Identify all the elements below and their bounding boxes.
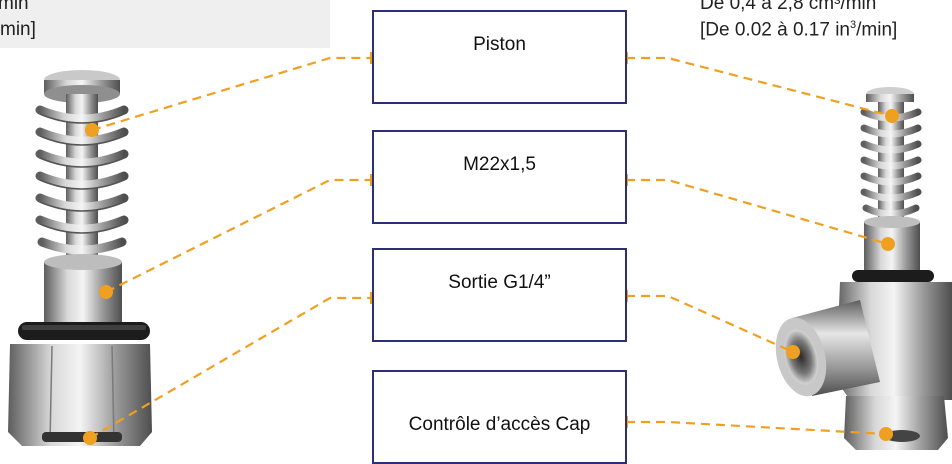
leader-ticks <box>370 52 628 428</box>
label-thread: M22x1,5 <box>463 154 536 175</box>
leader-cap-right <box>626 420 887 436</box>
dot-piston-right <box>885 109 899 123</box>
header-right-line2-prefix: [De 0.02 à 0.17 in <box>700 19 850 41</box>
label-box-outlet: Sortie G1/4” <box>372 248 627 342</box>
dot-piston-left <box>85 123 99 137</box>
header-right-line2-suffix: /min] <box>856 19 898 41</box>
label-box-piston: Piston <box>372 10 627 104</box>
label-piston: Piston <box>473 34 526 55</box>
label-cap: Contrôle d’accès Cap <box>408 414 591 435</box>
leader-lines <box>89 56 893 439</box>
dot-outlet-left <box>83 431 97 445</box>
leader-thread-left <box>105 178 372 293</box>
label-box-thread: M22x1,5 <box>372 130 627 224</box>
header-right-line2: [De 0.02 à 0.17 in3/min] <box>700 19 898 41</box>
left-valve-illustration <box>8 70 152 446</box>
dot-outlet-right <box>786 345 800 359</box>
leader-piston-right <box>626 56 893 118</box>
dot-thread-right <box>881 237 895 251</box>
leader-thread-right <box>626 178 889 246</box>
leader-piston-left <box>91 56 372 132</box>
header-left-panel <box>0 0 330 48</box>
leader-outlet-right <box>626 294 794 354</box>
header-right-line2-sup: 3 <box>850 19 857 31</box>
header-left-line2: min] <box>0 19 36 40</box>
label-box-cap: Contrôle d’accès Cap <box>372 370 627 464</box>
dot-thread-left <box>99 285 113 299</box>
callout-dots <box>83 109 899 445</box>
label-outlet: Sortie G1/4” <box>448 272 551 293</box>
right-valve-illustration <box>775 87 952 450</box>
leader-outlet-left <box>89 296 372 439</box>
header-right-line1: De 0,4 à 2,8 cm³/min <box>700 0 877 14</box>
header-left-line1: min <box>0 0 29 14</box>
dot-cap-right <box>879 427 893 441</box>
